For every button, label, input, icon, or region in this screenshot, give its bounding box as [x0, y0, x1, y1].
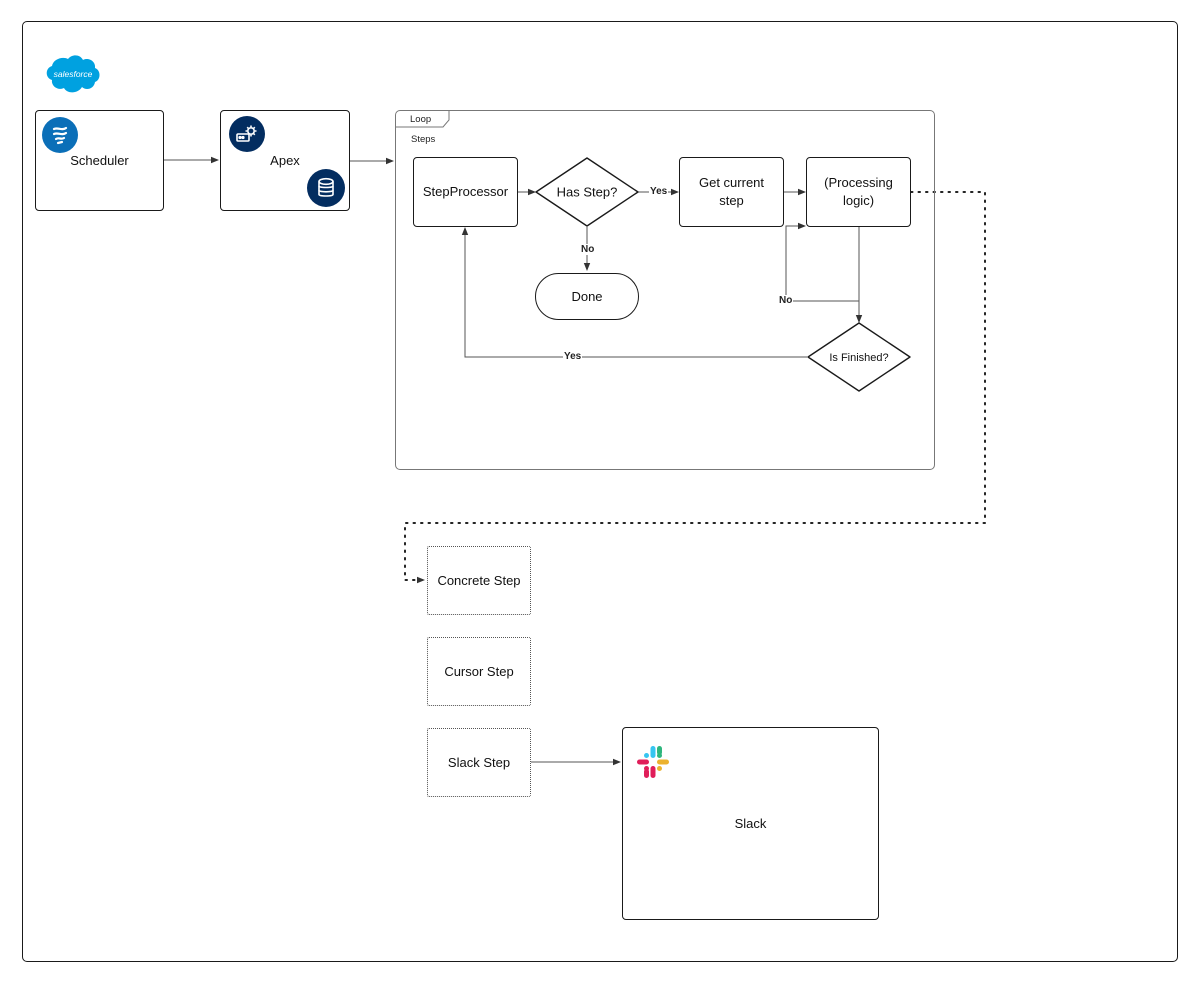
scheduler-flow-icon: [42, 117, 78, 153]
apex-gear-icon: [229, 116, 265, 152]
slack-logo-icon: [637, 746, 669, 778]
has-step-label: Has Step?: [557, 185, 618, 200]
slack-label: Slack: [734, 815, 767, 831]
is-finished-decision[interactable]: Is Finished?: [807, 322, 911, 392]
done-label: Done: [571, 288, 603, 304]
loop-container[interactable]: [395, 110, 935, 470]
step-processor-label: StepProcessor: [422, 184, 509, 200]
edge-finished-yes: [461, 227, 807, 358]
step-processor-node[interactable]: StepProcessor: [413, 157, 518, 227]
salesforce-logo-text: salesforce: [54, 69, 93, 79]
slack-step-node[interactable]: Slack Step: [427, 728, 531, 797]
loop-tab-label: Loop: [410, 114, 431, 125]
loop-tab: Loop: [395, 110, 450, 128]
edge-finished-no: [785, 222, 859, 302]
concrete-step-node[interactable]: Concrete Step: [427, 546, 531, 615]
edge-label-finished-no: No: [778, 295, 794, 306]
loop-steps-label: Steps: [411, 134, 436, 145]
canvas-frame: [22, 21, 1178, 962]
edge-label-finished-yes: Yes: [563, 351, 583, 362]
edge-processing-concrete-dotted: [404, 191, 986, 584]
slack-node[interactable]: Slack: [622, 727, 879, 920]
edge-label-has-step-no: No: [580, 244, 596, 255]
is-finished-label: Is Finished?: [829, 352, 888, 364]
concrete-step-label: Concrete Step: [437, 572, 521, 588]
edge-label-has-step-yes: Yes: [649, 186, 669, 197]
get-current-step-label: Get current step: [698, 175, 765, 208]
get-current-step-node[interactable]: Get current step: [679, 157, 784, 227]
salesforce-logo: salesforce: [46, 55, 100, 93]
processing-logic-node[interactable]: (Processing logic): [806, 157, 911, 227]
cursor-step-label: Cursor Step: [444, 663, 514, 679]
scheduler-label: Scheduler: [70, 152, 129, 168]
done-terminal[interactable]: Done: [535, 273, 639, 320]
slack-step-label: Slack Step: [447, 754, 511, 770]
database-icon: [307, 169, 345, 207]
processing-logic-label: (Processing logic): [824, 175, 893, 208]
cursor-step-node[interactable]: Cursor Step: [427, 637, 531, 706]
apex-label: Apex: [270, 152, 300, 168]
has-step-decision[interactable]: Has Step?: [535, 157, 639, 227]
